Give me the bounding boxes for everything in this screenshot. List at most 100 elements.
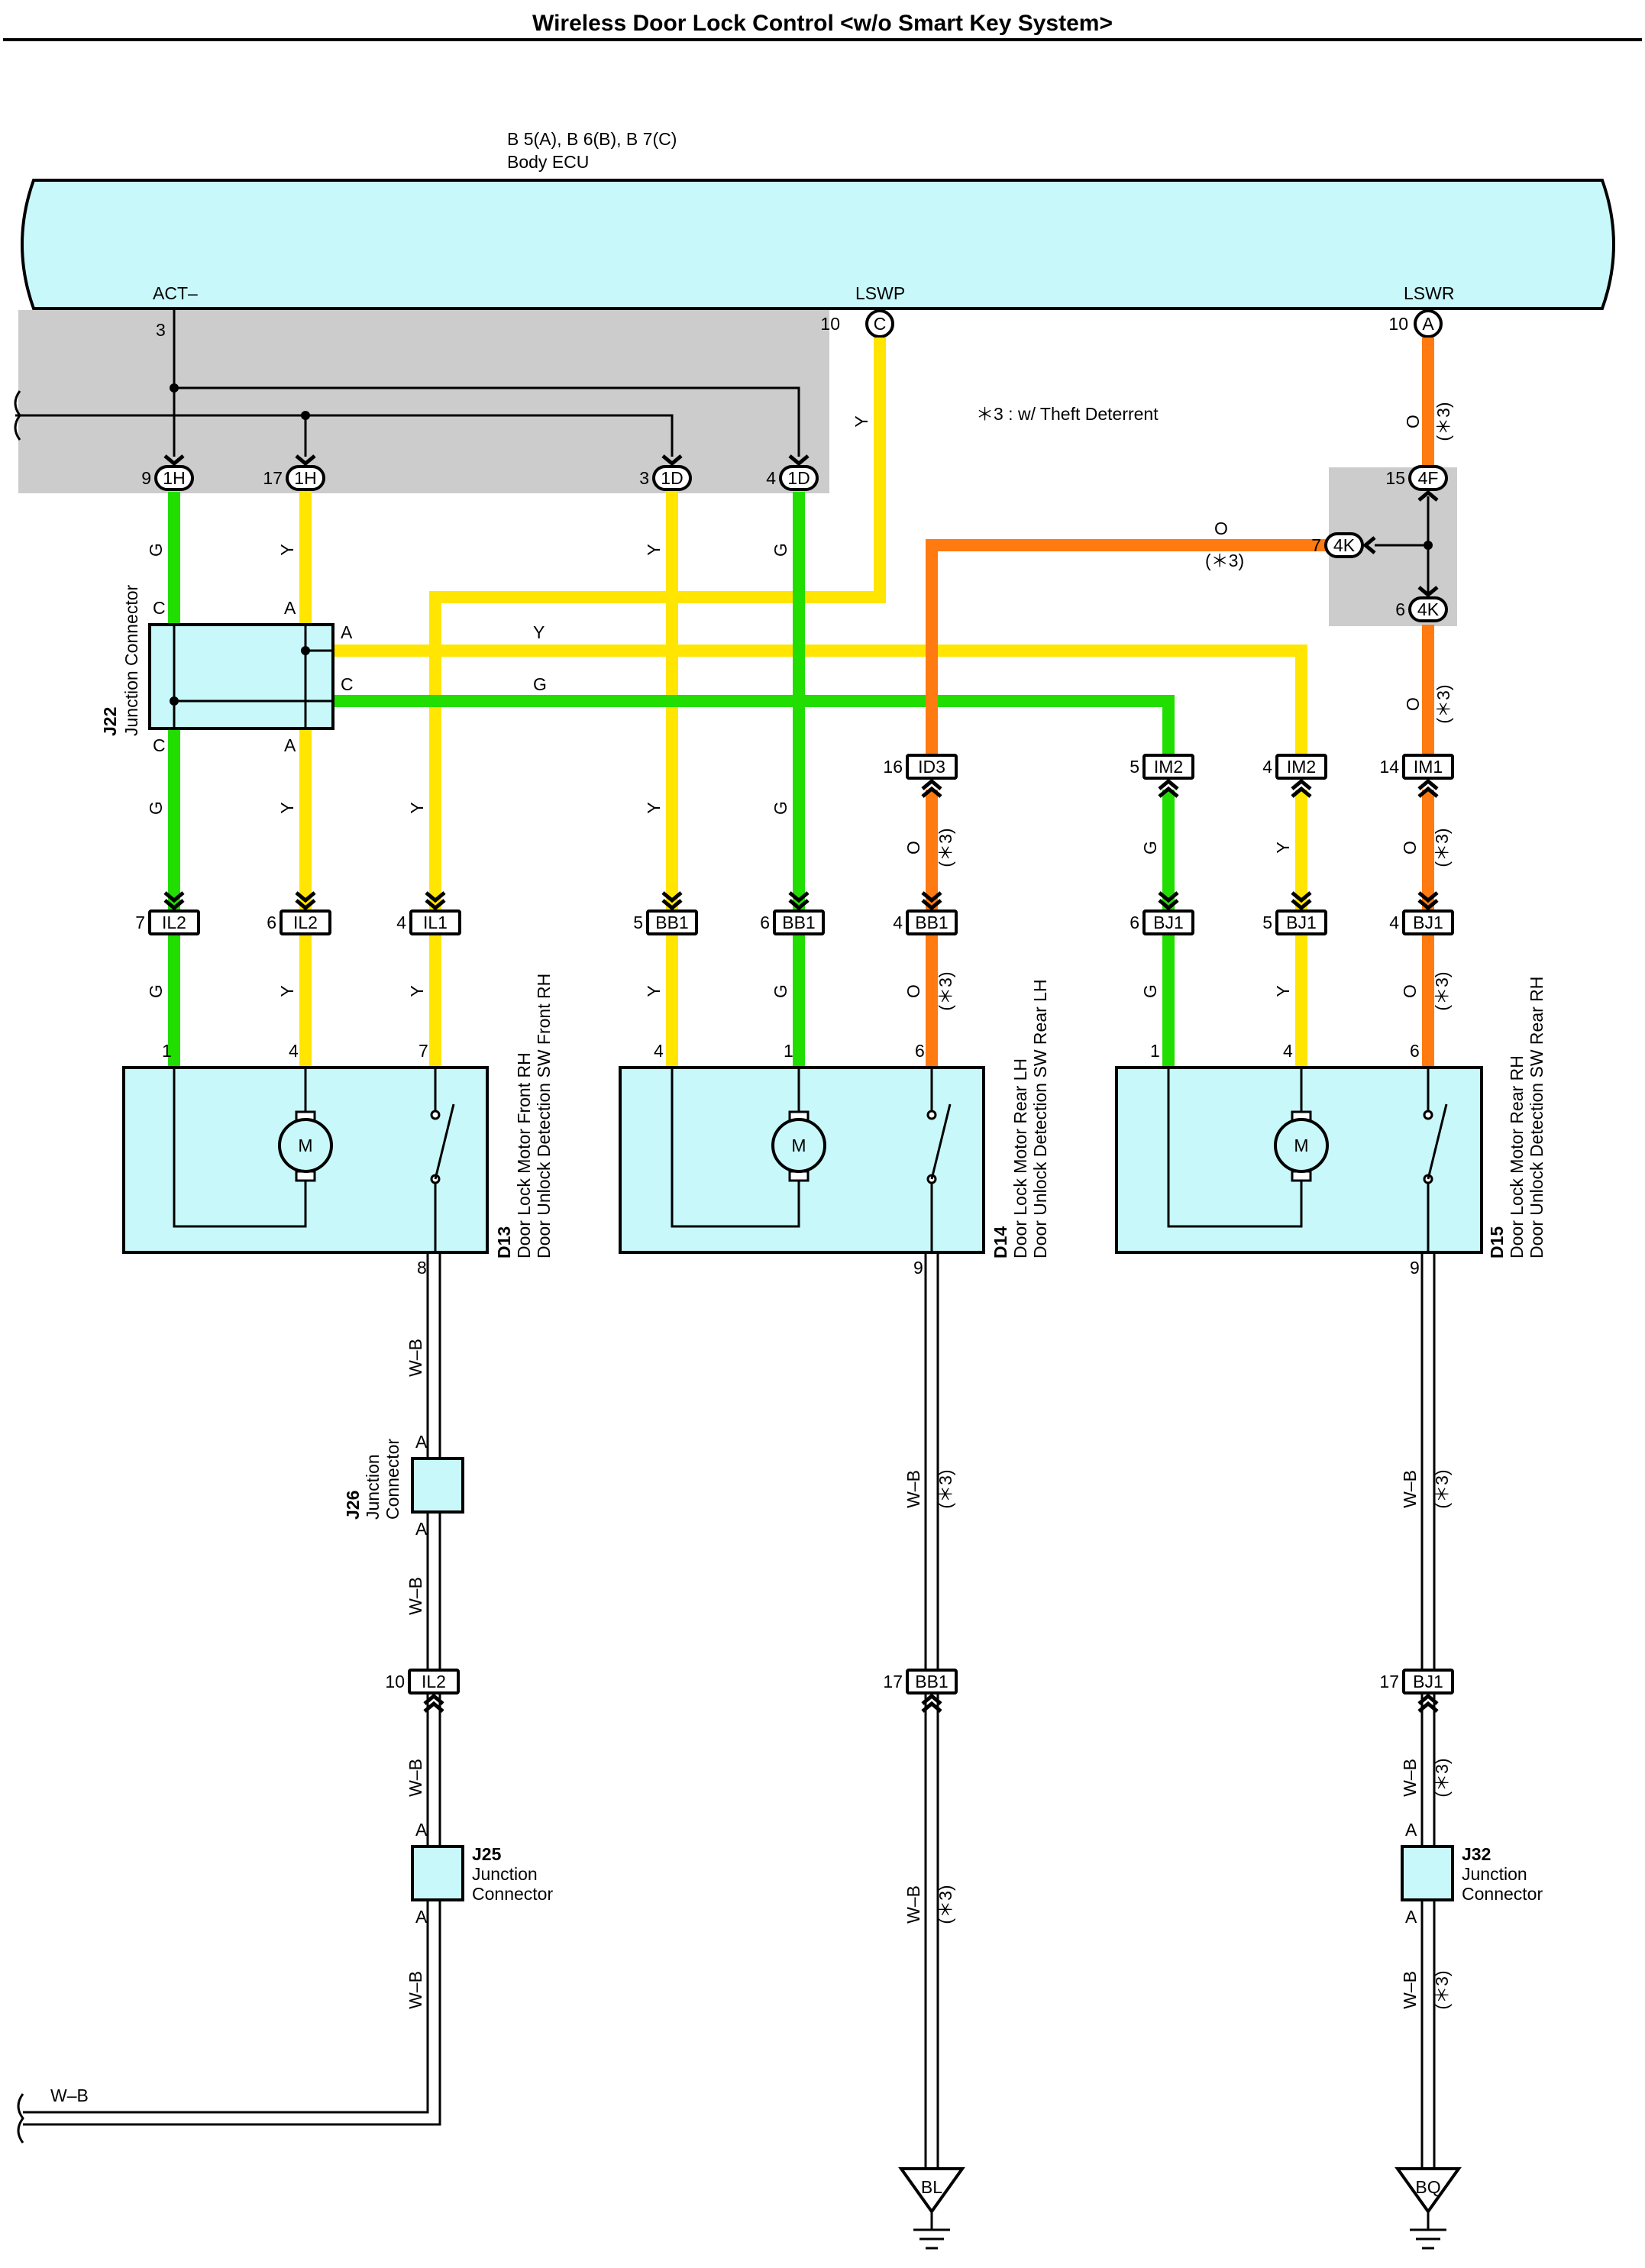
- connector-4k-pin-7: 4K7: [1311, 532, 1376, 558]
- svg-text:O: O: [1214, 519, 1228, 538]
- svg-text:(＊3): (＊3): [936, 971, 955, 1010]
- svg-text:A: A: [415, 1820, 428, 1840]
- connector-id: 1H: [163, 468, 185, 488]
- connector-pin: 10: [385, 1672, 405, 1691]
- svg-text:A: A: [284, 735, 296, 755]
- connector-id: 4K: [1417, 599, 1440, 619]
- connector-body: [1402, 754, 1454, 780]
- component-d13: 1 4 7 M 8 D13 Door Lock Motor Front RH D…: [122, 974, 554, 1278]
- svg-text:W–B: W–B: [406, 1971, 425, 2009]
- svg-text:M: M: [298, 1136, 312, 1155]
- mating-arrow: [921, 1693, 942, 1705]
- svg-text:(＊3): (＊3): [1433, 684, 1453, 723]
- connector-id: ID3: [918, 757, 945, 777]
- connector-pin: 15: [1385, 468, 1405, 488]
- mating-arrow: [661, 454, 683, 467]
- svg-text:Junction Connector: Junction Connector: [121, 584, 141, 736]
- connector-body: [1275, 754, 1327, 780]
- connector-id: 4K: [1333, 535, 1356, 555]
- connector-body: [286, 465, 325, 491]
- splice-dot: [170, 383, 179, 393]
- svg-text:A: A: [1405, 1820, 1417, 1840]
- svg-text:Y: Y: [277, 544, 297, 555]
- connector-id: IL1: [423, 913, 448, 932]
- svg-text:1: 1: [1150, 1041, 1160, 1061]
- connector-pin: 4: [1262, 757, 1272, 777]
- mating-arrow: [163, 454, 185, 467]
- splice-dot: [1424, 541, 1433, 550]
- connector-body: [280, 909, 331, 935]
- svg-text:A: A: [1405, 1907, 1417, 1927]
- junction-j22: C A A C C A J22 Junction Connector: [100, 584, 354, 755]
- break-mark: [17, 2093, 24, 2144]
- mating-arrow: [1158, 786, 1179, 798]
- svg-text:Y: Y: [852, 415, 871, 427]
- connector-body: [906, 754, 958, 780]
- connector-id: BJ1: [1153, 913, 1184, 932]
- connector-1d-pin-4: 1D4: [766, 454, 819, 491]
- connector-pin: 17: [1379, 1672, 1399, 1691]
- ecu-connector-lswr: 10 A: [1388, 309, 1443, 338]
- svg-text:(＊3): (＊3): [1432, 971, 1452, 1010]
- connector-pin: 4: [893, 913, 903, 932]
- connector-body: [408, 1669, 460, 1695]
- svg-text:(＊3): (＊3): [936, 1469, 955, 1508]
- connector-body: [1142, 754, 1194, 780]
- svg-text:W–B: W–B: [903, 1470, 923, 1508]
- ground-symbol-bq: BQ: [1395, 2167, 1462, 2250]
- connector-pin: 14: [1379, 757, 1399, 777]
- connector-pin: 4: [1389, 913, 1399, 932]
- connector-bj1-pin-4: BJ1 4: [1389, 891, 1454, 935]
- svg-text:Junction: Junction: [363, 1454, 383, 1520]
- ecu-pin-act: ACT–: [153, 283, 198, 303]
- mating-arrow: [1291, 786, 1312, 798]
- svg-text:Y: Y: [277, 985, 297, 997]
- connector-id: 1H: [294, 468, 316, 488]
- mating-arrow: [661, 891, 683, 903]
- svg-text:A: A: [341, 622, 353, 642]
- mating-arrow: [1417, 586, 1439, 598]
- svg-text:10: 10: [1388, 314, 1408, 334]
- mating-arrow: [921, 899, 942, 911]
- svg-text:D15: D15: [1487, 1226, 1507, 1258]
- mating-arrow: [1417, 1693, 1439, 1705]
- svg-text:J25: J25: [472, 1844, 502, 1864]
- connector-body: [773, 909, 825, 935]
- connector-pin: 17: [883, 1672, 903, 1691]
- connector-body: [148, 909, 200, 935]
- connector-id: BJ1: [1286, 913, 1317, 932]
- svg-text:G: G: [771, 801, 790, 815]
- svg-text:6: 6: [1410, 1041, 1420, 1061]
- connector-pin: 6: [1130, 913, 1139, 932]
- svg-text:D13: D13: [494, 1226, 514, 1258]
- svg-text:Connector: Connector: [472, 1884, 553, 1904]
- mating-arrow: [295, 891, 316, 903]
- splice-dot: [301, 411, 310, 420]
- mating-arrow: [423, 1701, 444, 1713]
- svg-text:A: A: [415, 1519, 428, 1539]
- svg-text:Connector: Connector: [1462, 1884, 1543, 1904]
- svg-text:Door Unlock Detection SW Rear: Door Unlock Detection SW Rear RH: [1527, 977, 1546, 1258]
- svg-text:J22: J22: [100, 707, 120, 736]
- mating-arrow: [921, 778, 942, 790]
- svg-text:Door Lock Motor Front RH: Door Lock Motor Front RH: [514, 1052, 534, 1258]
- svg-text:C: C: [341, 674, 354, 694]
- svg-text:Door Lock Motor Rear LH: Door Lock Motor Rear LH: [1010, 1058, 1030, 1258]
- connector-id: BJ1: [1413, 913, 1443, 932]
- connector-pin: 17: [263, 468, 283, 488]
- svg-text:Y: Y: [1273, 985, 1293, 997]
- svg-text:C: C: [153, 735, 166, 755]
- wire-y-j22a: [305, 645, 1307, 762]
- svg-text:(＊3): (＊3): [936, 1885, 955, 1924]
- junction-j25: A A J25 Junction Connector: [411, 1820, 553, 1927]
- svg-text:A: A: [284, 598, 296, 618]
- connector-id: IM1: [1414, 757, 1443, 777]
- mating-arrow: [423, 1693, 444, 1705]
